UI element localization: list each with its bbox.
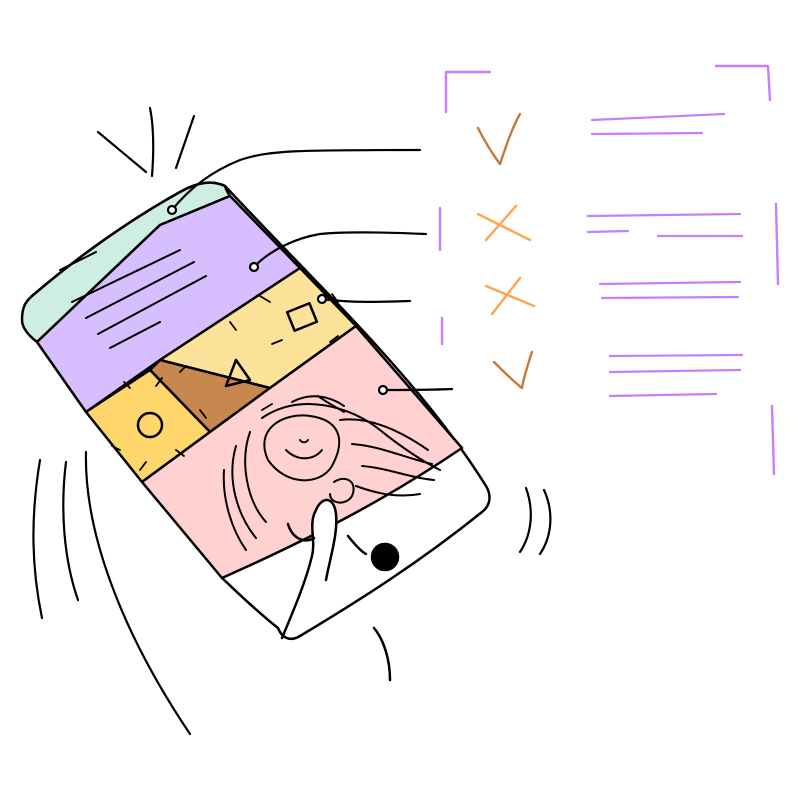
phone bbox=[20, 181, 491, 682]
callouts bbox=[166, 148, 454, 396]
phone-edge-lower bbox=[372, 626, 392, 682]
panel-frame bbox=[438, 64, 780, 476]
tile-tick-marks bbox=[111, 293, 339, 471]
phone-edge-near-thumb bbox=[346, 534, 368, 556]
motion-line bbox=[174, 114, 196, 170]
motion-line bbox=[518, 486, 532, 554]
circle-icon bbox=[136, 411, 164, 439]
header-text-lines bbox=[59, 249, 207, 349]
motion-line bbox=[96, 130, 148, 174]
square-icon bbox=[285, 301, 319, 333]
callout-header-dot bbox=[248, 261, 260, 273]
thumbnail-nail bbox=[286, 522, 316, 542]
motion-line bbox=[32, 458, 44, 620]
checklist-row-lines bbox=[608, 353, 744, 398]
callout-photo bbox=[381, 387, 454, 392]
motion-line bbox=[538, 488, 552, 556]
callout-status bbox=[170, 148, 422, 212]
triangle-icon bbox=[224, 358, 252, 388]
checklist-row-lines bbox=[590, 112, 726, 136]
checklist-panel bbox=[438, 64, 780, 476]
check-icon bbox=[476, 112, 522, 166]
thumb bbox=[280, 498, 338, 640]
callout-tile-dot bbox=[316, 293, 328, 305]
motion-lines bbox=[32, 106, 552, 736]
cross-icon bbox=[476, 204, 532, 242]
home-button[interactable] bbox=[370, 542, 400, 572]
check-icon bbox=[492, 350, 534, 390]
motion-line bbox=[84, 450, 192, 736]
photo-subject bbox=[222, 395, 441, 551]
checklist-row-lines bbox=[598, 280, 742, 300]
callout-tile bbox=[320, 297, 412, 303]
checklist-row-lines bbox=[586, 212, 744, 238]
callout-header bbox=[252, 231, 428, 269]
callout-photo-dot bbox=[377, 384, 389, 396]
motion-line bbox=[62, 460, 80, 602]
callout-status-dot bbox=[166, 204, 178, 216]
cross-icon bbox=[484, 276, 536, 316]
status-bar bbox=[20, 181, 232, 344]
motion-line bbox=[148, 106, 155, 178]
